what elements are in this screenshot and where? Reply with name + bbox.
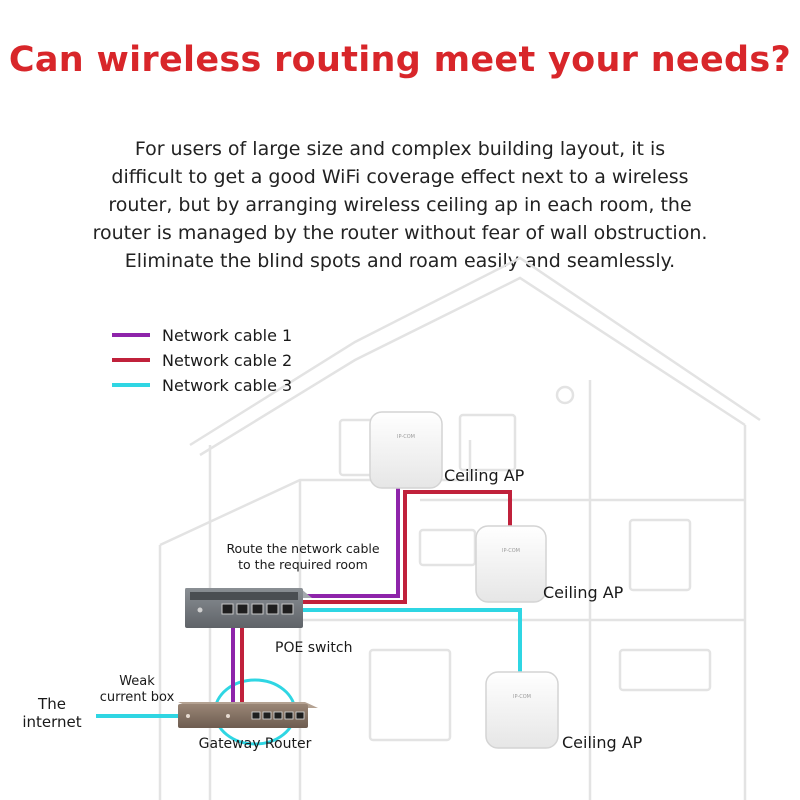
ceiling-ap-1-label: Ceiling AP [444, 466, 525, 485]
legend-label: Network cable 1 [162, 326, 292, 345]
legend-item-cable-2: Network cable 2 [112, 351, 292, 370]
description-line: Eliminate the blind spots and roam easil… [124, 250, 676, 272]
switch-port [251, 603, 264, 615]
legend-item-cable-1: Network cable 1 [112, 326, 292, 345]
gateway-router-label: Gateway Router [199, 736, 312, 752]
internet-label-line-1: The [37, 695, 66, 713]
ceiling-ap-3-label: Ceiling AP [562, 733, 643, 752]
router-port [284, 711, 294, 720]
network-cables [96, 488, 522, 746]
gateway-router [178, 702, 318, 728]
route-note-line-2: to the required room [238, 557, 368, 572]
ap-brand-logo: IP-COM [513, 694, 531, 700]
ceiling-ap-2-label: Ceiling AP [543, 583, 624, 602]
ceiling-ap-1: IP-COM [369, 411, 443, 489]
weak-current-label-line-2: current box [100, 690, 175, 705]
legend-item-cable-3: Network cable 3 [112, 376, 292, 395]
description-line: router is managed by the router without … [92, 222, 708, 244]
cable-ap3 [300, 608, 522, 672]
legend: Network cable 1 Network cable 2 Network … [112, 326, 292, 395]
router-port [262, 711, 272, 720]
description-line: For users of large size and complex buil… [134, 138, 666, 160]
description-line: router, but by arranging wireless ceilin… [108, 194, 692, 216]
router-port [295, 711, 305, 720]
switch-port [221, 603, 234, 615]
poe-switch [185, 588, 312, 628]
legend-label: Network cable 3 [162, 376, 292, 395]
route-note-line-1: Route the network cable [226, 541, 379, 556]
ceiling-ap-2: IP-COM [475, 525, 547, 603]
ceiling-ap-3: IP-COM [485, 671, 559, 749]
page-title: Can wireless routing meet your needs? [8, 40, 792, 80]
legend-label: Network cable 2 [162, 351, 292, 370]
poe-switch-label: POE switch [275, 640, 352, 656]
switch-port [281, 603, 294, 615]
cable-ap2 [300, 490, 512, 604]
description: For users of large size and complex buil… [40, 135, 760, 275]
description-line: difficult to get a good WiFi coverage ef… [111, 166, 689, 188]
weak-current-label-line-1: Weak [119, 674, 155, 689]
ap-brand-logo: IP-COM [397, 434, 415, 440]
ap-brand-logo: IP-COM [502, 548, 520, 554]
switch-port [236, 603, 249, 615]
router-port [251, 711, 261, 720]
cable-ap1 [300, 488, 400, 598]
internet-label-line-2: internet [22, 713, 81, 731]
switch-port [266, 603, 279, 615]
router-port [273, 711, 283, 720]
